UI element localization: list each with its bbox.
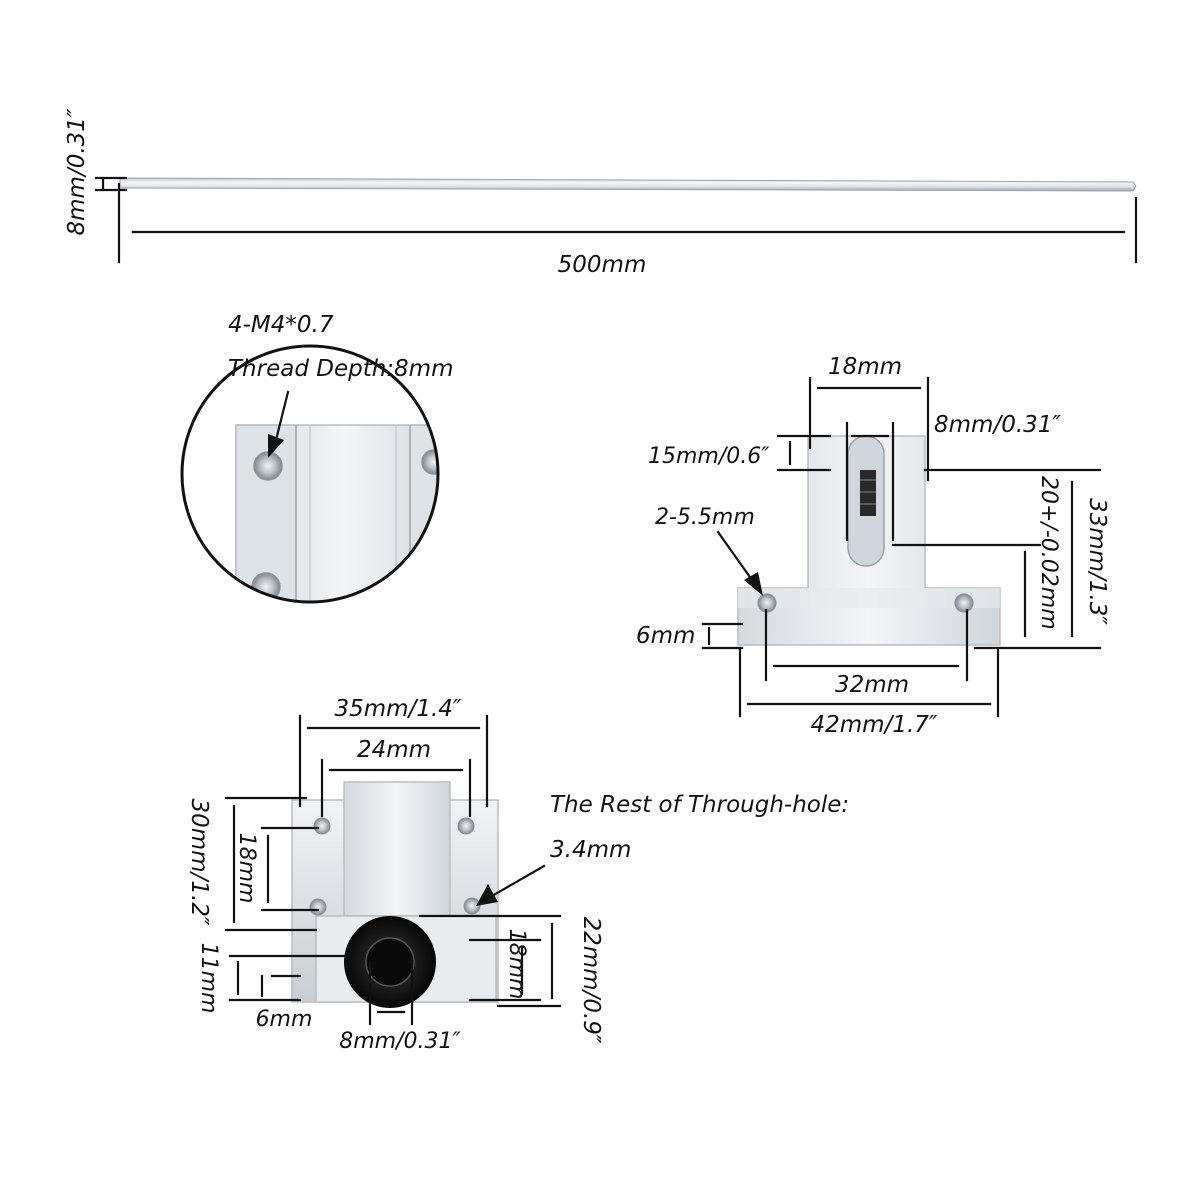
callout-circle	[180, 344, 440, 604]
bearing-bore-label: 8mm/0.31″	[339, 1029, 461, 1054]
support-mount-hole-right	[954, 593, 974, 613]
shaft-support-clamp-screw	[860, 470, 876, 516]
rod-length-label: 500mm	[558, 252, 647, 278]
rod-diameter-label: 8mm/0.31″	[64, 108, 90, 235]
support-top-height-label: 15mm/0.6″	[648, 444, 770, 469]
support-center-height-label: 20+/-0.02mm	[1036, 476, 1061, 630]
callout-thread-depth: Thread Depth:8mm	[228, 356, 454, 382]
support-bore-label: 8mm/0.31″	[934, 412, 1061, 438]
rod-group: 500mm 8mm/0.31″	[64, 108, 1138, 278]
callout-arrow-shaft	[274, 390, 290, 442]
bearing-through-hole-note: The Rest of Through-hole:	[550, 792, 849, 818]
bearing-hole-top-left	[313, 817, 331, 835]
bearing-hole-bottom-right	[463, 897, 481, 915]
bearing-total-width-label: 35mm/1.4″	[335, 696, 462, 722]
shaft-support-base-top	[738, 588, 1000, 608]
support-total-height-label: 33mm/1.3″	[1084, 498, 1110, 625]
bearing-hole-spacing-x-label: 24mm	[357, 737, 431, 763]
detail-callout: 4-M4*0.7 Thread Depth:8mm	[180, 312, 454, 604]
bearing-hole-top-right	[457, 817, 475, 835]
rod-body	[119, 177, 1137, 192]
thread-hole-top-right	[421, 449, 438, 475]
support-slot-width-label: 18mm	[828, 354, 902, 380]
support-base-thickness-label: 6mm	[636, 623, 695, 649]
callout-arrowhead	[268, 434, 284, 458]
bearing-total-length-label: 30mm/1.2″	[186, 799, 212, 926]
bearing-hole-bottom-left	[309, 898, 327, 916]
bearing-center-height-label: 11mm	[196, 943, 221, 1014]
bearing-total-height-label: 22mm/0.9″	[578, 917, 604, 1044]
bearing-through-hole-size: 3.4mm	[550, 837, 631, 863]
bearing-body-height-label: 18mm	[504, 929, 529, 1000]
support-hole-spacing-label: 32mm	[835, 672, 909, 698]
support-mount-hole-label: 2-5.5mm	[655, 505, 755, 530]
linear-bearing-group: 35mm/1.4″ 24mm The Rest of Through-hole:…	[186, 696, 849, 1054]
callout-thread-spec: 4-M4*0.7	[228, 312, 334, 338]
bearing-hole-spacing-y-label: 18mm	[234, 833, 259, 904]
bearing-base-offset-label: 6mm	[256, 1007, 313, 1032]
bearing-body-top	[343, 781, 451, 917]
shaft-support-group: 18mm 8mm/0.31″ 15mm/0.6″ 20+/-0.02mm 33m…	[636, 354, 1110, 738]
bearing-bore	[365, 937, 415, 987]
support-base-width-label: 42mm/1.7″	[811, 712, 938, 738]
